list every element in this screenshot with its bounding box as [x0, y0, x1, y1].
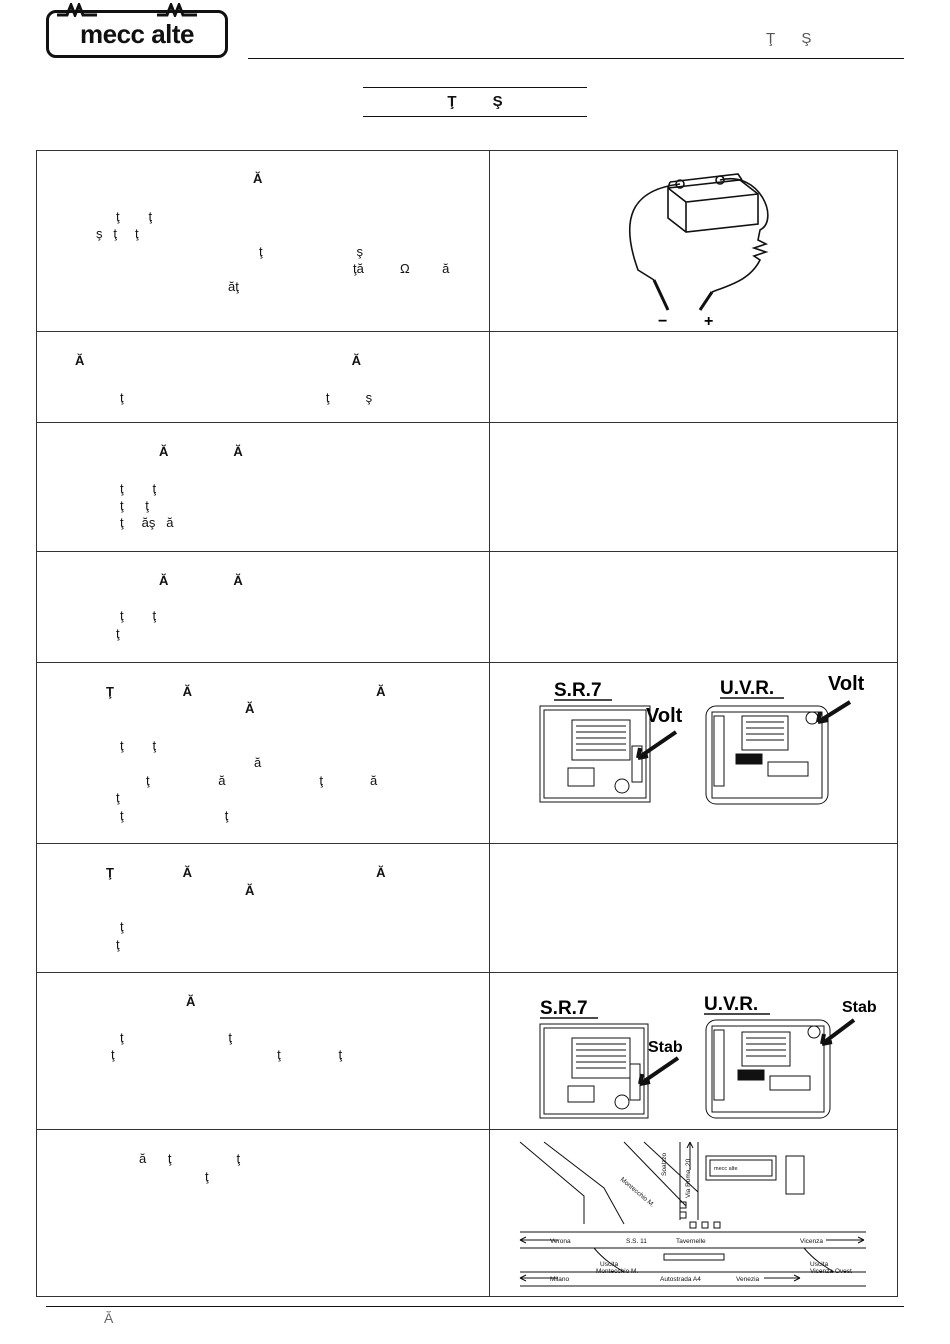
- map-label: mecc alte: [714, 1166, 738, 1172]
- text-line: ă ţ ţ: [139, 1151, 241, 1166]
- text-line: ţ: [205, 1169, 209, 1184]
- map-label: Montecchio M.: [619, 1176, 656, 1209]
- row-divider: [36, 662, 898, 663]
- map-label: Venezia: [736, 1276, 760, 1283]
- text-line: ţ: [116, 790, 120, 805]
- header-section-title: Ţ Ş: [766, 30, 812, 47]
- logo-text: mecc alte: [79, 19, 195, 49]
- map-label: Uscita: [810, 1261, 828, 1268]
- text-line: ţ ţ: [120, 808, 229, 823]
- text-line: Ă: [253, 171, 263, 186]
- row-divider: [36, 331, 898, 332]
- text-line: Ă Ă: [159, 444, 243, 459]
- text-line: ţ ţ: [120, 738, 157, 753]
- sr7-title: S.R.7: [540, 998, 588, 1019]
- map-label: Milano: [550, 1276, 570, 1283]
- row-divider: [36, 422, 898, 423]
- text-line: ţ: [120, 919, 124, 934]
- footer-text: Ă: [104, 1310, 114, 1326]
- page-title: Ţ Ş: [363, 87, 587, 117]
- text-line: Ă: [245, 701, 255, 716]
- map-label: S.S. 11: [626, 1238, 647, 1245]
- text-line: ţă Ω ă: [353, 261, 450, 276]
- text-line: Ă Ă: [75, 353, 362, 368]
- row-divider: [36, 1129, 898, 1130]
- sr7-title: S.R.7: [554, 680, 602, 701]
- text-line: ţ ţ ş: [120, 390, 373, 405]
- text-line: ţ ţ: [120, 608, 157, 623]
- text-line: Ţ Ă Ă: [106, 684, 386, 699]
- stab-adjust-figure: S.R.7 U.V.R. Stab Stab: [539, 994, 877, 1119]
- text-line: Ă: [186, 994, 196, 1009]
- uvr-title: U.V.R.: [704, 994, 758, 1015]
- volt-tag: Volt: [828, 673, 865, 695]
- row-divider: [36, 551, 898, 552]
- map-label: Montecchio M.: [596, 1268, 638, 1275]
- map-label: Vicenza Ovest: [810, 1268, 852, 1275]
- uvr-title: U.V.R.: [720, 678, 774, 699]
- volt-tag: Volt: [646, 705, 683, 727]
- text-line: Ă Ă: [159, 573, 243, 588]
- text-line: ţ: [116, 626, 120, 641]
- plus-label: +: [704, 313, 713, 330]
- stab-tag: Stab: [648, 1039, 683, 1056]
- text-line: Ţ Ă Ă: [106, 865, 386, 880]
- table-column-divider: [489, 150, 490, 1297]
- logo-wave-icon: [57, 3, 197, 17]
- text-line: ţ ş: [259, 244, 364, 259]
- location-map: Soalzzo Via Roma, 20 Montecchio M. S.S. …: [519, 1141, 866, 1287]
- text-line: ţ ţ ţ: [111, 1047, 343, 1062]
- minus-label: −: [658, 313, 667, 330]
- map-label: Via Roma, 20: [685, 1158, 692, 1198]
- troubleshooting-table: [36, 150, 898, 1297]
- row-divider: [36, 843, 898, 844]
- text-line: ţ ă ţ ă: [146, 773, 378, 788]
- row-divider: [36, 972, 898, 973]
- text-line: ă: [254, 755, 262, 770]
- text-line: Ă: [245, 883, 255, 898]
- text-line: ţ ăş ă: [120, 515, 174, 530]
- map-label: Tavernelle: [676, 1238, 706, 1245]
- map-label: Autostrada A4: [660, 1276, 701, 1283]
- header-rule: [248, 58, 904, 59]
- map-label: Uscita: [600, 1261, 618, 1268]
- volt-adjust-figure: S.R.7 U.V.R. Volt Volt: [539, 673, 865, 805]
- footer-rule: [46, 1306, 904, 1307]
- map-label: Vicenza: [800, 1238, 823, 1245]
- battery-test-figure: − +: [628, 173, 769, 330]
- text-line: ţ ţ: [120, 498, 149, 513]
- text-line: ţ ţ: [120, 1030, 232, 1045]
- stab-tag: Stab: [842, 999, 877, 1016]
- mecc-alte-logo: mecc alte: [46, 3, 228, 58]
- text-line: ăţ: [228, 279, 239, 294]
- map-label: Soalzzo: [661, 1152, 668, 1176]
- text-line: ţ: [116, 937, 120, 952]
- text-line: ţ ţ: [116, 209, 153, 224]
- text-line: ş ţ ţ: [96, 226, 139, 241]
- map-label: Verona: [550, 1238, 571, 1245]
- text-line: ţ ţ: [120, 481, 157, 496]
